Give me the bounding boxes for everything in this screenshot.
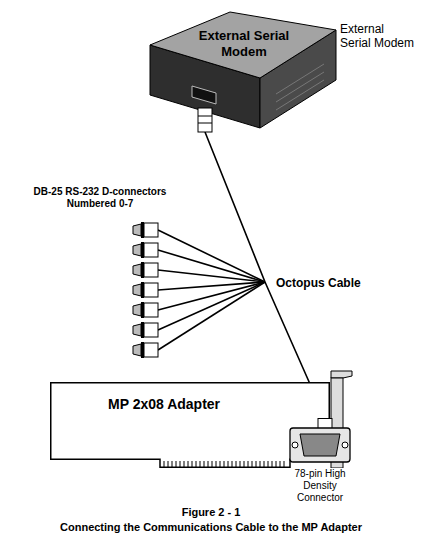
connector-hood (144, 263, 158, 277)
edge-finger (188, 461, 189, 467)
plug-screw (342, 442, 348, 448)
cable-branch (158, 230, 265, 282)
edge-finger (240, 461, 241, 467)
modem-callout: External Serial Modem (340, 22, 416, 51)
edge-finger (168, 461, 169, 467)
connector-callout: DB-25 RS-232 D-connectors Numbered 0-7 (20, 186, 180, 210)
bracket-tab (331, 371, 352, 378)
edge-finger (176, 461, 177, 467)
modem-vent (276, 64, 324, 94)
connector-face (133, 344, 141, 356)
connector-face (133, 224, 141, 236)
connector-face (133, 244, 141, 256)
connector-hood (144, 323, 158, 337)
cable-branch (158, 250, 265, 282)
connector-face (133, 264, 141, 276)
db25-connector (133, 322, 158, 338)
edge-finger (184, 461, 185, 467)
edge-finger (256, 461, 257, 467)
connector-callout-box: DB-25 RS-232 D-connectors Numbered 0-7 (20, 186, 180, 210)
figure-caption: Connecting the Communications Cable to t… (0, 521, 422, 534)
edge-finger (272, 461, 273, 467)
edge-finger (276, 461, 277, 467)
edge-finger (164, 461, 165, 467)
edge-finger (204, 461, 205, 467)
connector-hood (144, 283, 158, 297)
connector-face (133, 284, 141, 296)
modem-illustration: External Serial Modem (148, 10, 340, 132)
edge-finger (192, 461, 193, 467)
cable-branches (158, 230, 265, 350)
plug-line (198, 123, 212, 124)
connector-name: 78-pin High Density Connector (289, 468, 351, 504)
edge-finger (232, 461, 233, 467)
modem-plug (198, 108, 212, 132)
caption-box: Connecting the Communications Cable to t… (0, 521, 422, 534)
edge-finger (172, 461, 173, 467)
connector-plug: 78-pin High Density Connector (287, 418, 353, 508)
modem-vent (276, 72, 324, 102)
connector-hood (144, 223, 158, 237)
modem-vent (276, 80, 324, 110)
plug-boot (318, 419, 332, 429)
modem-callout-box: External Serial Modem (340, 22, 416, 51)
cable-branch (158, 282, 265, 350)
edge-finger (216, 461, 217, 467)
cable-branch (158, 270, 265, 282)
adapter-name: MP 2x08 Adapter (108, 396, 388, 413)
figure-number-box: Figure 2 - 1 (0, 506, 422, 519)
edge-finger (244, 461, 245, 467)
cable-callout-box: Octopus Cable (276, 276, 386, 290)
octopus-cable (205, 132, 325, 418)
edge-finger (280, 461, 281, 467)
edge-finger (196, 461, 197, 467)
edge-finger (212, 461, 213, 467)
adapter-board (51, 383, 330, 468)
edge-finger (268, 461, 269, 467)
edge-finger (260, 461, 261, 467)
plug-body (290, 428, 350, 462)
adapter-card-shape (50, 382, 330, 468)
edge-finger (248, 461, 249, 467)
plug-face (300, 434, 340, 456)
db25-connector (133, 222, 158, 238)
edge-finger (252, 461, 253, 467)
db25-connector (133, 282, 158, 298)
connector-hood (144, 343, 158, 357)
adapter-card: MP 2x08 Adapter (50, 382, 330, 468)
plug-line (198, 116, 212, 117)
edge-finger (220, 461, 221, 467)
connector-plug-shape (287, 418, 353, 466)
db25-connector (133, 342, 158, 358)
edge-finger (236, 461, 237, 467)
modem-top-face (150, 12, 336, 78)
edge-finger (224, 461, 225, 467)
edge-finger (284, 461, 285, 467)
edge-finger (264, 461, 265, 467)
edge-finger (200, 461, 201, 467)
db25-connector (133, 302, 158, 318)
connector-face (133, 324, 141, 336)
figure-number: Figure 2 - 1 (0, 506, 422, 519)
cable-callout: Octopus Cable (276, 276, 386, 290)
edge-finger (208, 461, 209, 467)
modem-port (192, 86, 216, 104)
edge-finger (228, 461, 229, 467)
connector-face (133, 304, 141, 316)
db25-connector (133, 242, 158, 258)
edge-finger (180, 461, 181, 467)
connector-hood (144, 243, 158, 257)
db25-connector (133, 262, 158, 278)
modem-name: External Serial Modem (192, 28, 296, 59)
connector-hood (144, 303, 158, 317)
plug-screw (292, 442, 298, 448)
cable-branch (158, 282, 265, 330)
